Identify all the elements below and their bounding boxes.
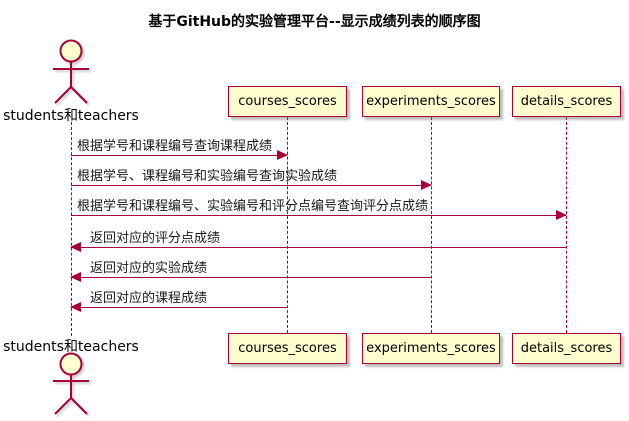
lifeline-experiments-scores (431, 117, 432, 333)
message-query-detail-score: 根据学号和课程编号、实验编号和评分点编号查询评分点成绩 (71, 199, 567, 220)
message-text: 返回对应的课程成绩 (90, 291, 208, 306)
participant-experiments-scores-bottom: experiments_scores (362, 333, 500, 364)
message-arrow (70, 242, 566, 252)
message-text: 根据学号和课程编号、实验编号和评分点编号查询评分点成绩 (77, 199, 429, 214)
message-text: 返回对应的评分点成绩 (90, 231, 221, 246)
arrowhead-left-icon (70, 272, 81, 282)
arrowhead-left-icon (70, 242, 81, 252)
arrowhead-right-icon (277, 150, 288, 160)
message-arrow (70, 272, 431, 282)
actor-figure-top (39, 37, 103, 109)
message-text: 根据学号和课程编号查询课程成绩 (77, 139, 273, 154)
message-return-course-score: 返回对应的课程成绩 (70, 291, 287, 312)
message-arrow (71, 210, 567, 220)
message-return-experiment-score: 返回对应的实验成绩 (70, 261, 431, 282)
participant-details-scores-bottom: details_scores (512, 333, 621, 364)
stick-figure-icon (53, 352, 89, 415)
actor-label-top: students和teachers (3, 108, 139, 124)
message-text: 根据学号、课程编号和实验编号查询实验成绩 (77, 169, 338, 184)
participant-experiments-scores-top: experiments_scores (362, 86, 500, 117)
lifeline-details-scores (566, 117, 567, 333)
lifeline-courses-scores (287, 117, 288, 333)
message-query-course-score: 根据学号和课程编号查询课程成绩 (71, 139, 288, 160)
message-arrow (71, 150, 288, 160)
actor-figure-bottom (39, 351, 103, 421)
message-arrow (71, 180, 432, 190)
arrowhead-right-icon (556, 210, 567, 220)
participant-courses-scores-top: courses_scores (228, 86, 347, 117)
arrowhead-left-icon (70, 302, 81, 312)
participant-details-scores-top: details_scores (512, 86, 621, 117)
lifeline-actor (71, 122, 72, 336)
diagram-title: 基于GitHub的实验管理平台--显示成绩列表的顺序图 (148, 14, 481, 30)
message-query-experiment-score: 根据学号、课程编号和实验编号查询实验成绩 (71, 169, 432, 190)
message-return-detail-score: 返回对应的评分点成绩 (70, 231, 566, 252)
message-text: 返回对应的实验成绩 (90, 261, 208, 276)
participant-courses-scores-bottom: courses_scores (228, 333, 347, 364)
message-arrow (70, 302, 287, 312)
actor-label-bottom: students和teachers (3, 339, 139, 355)
arrowhead-right-icon (421, 180, 432, 190)
stick-figure-icon (53, 39, 89, 104)
